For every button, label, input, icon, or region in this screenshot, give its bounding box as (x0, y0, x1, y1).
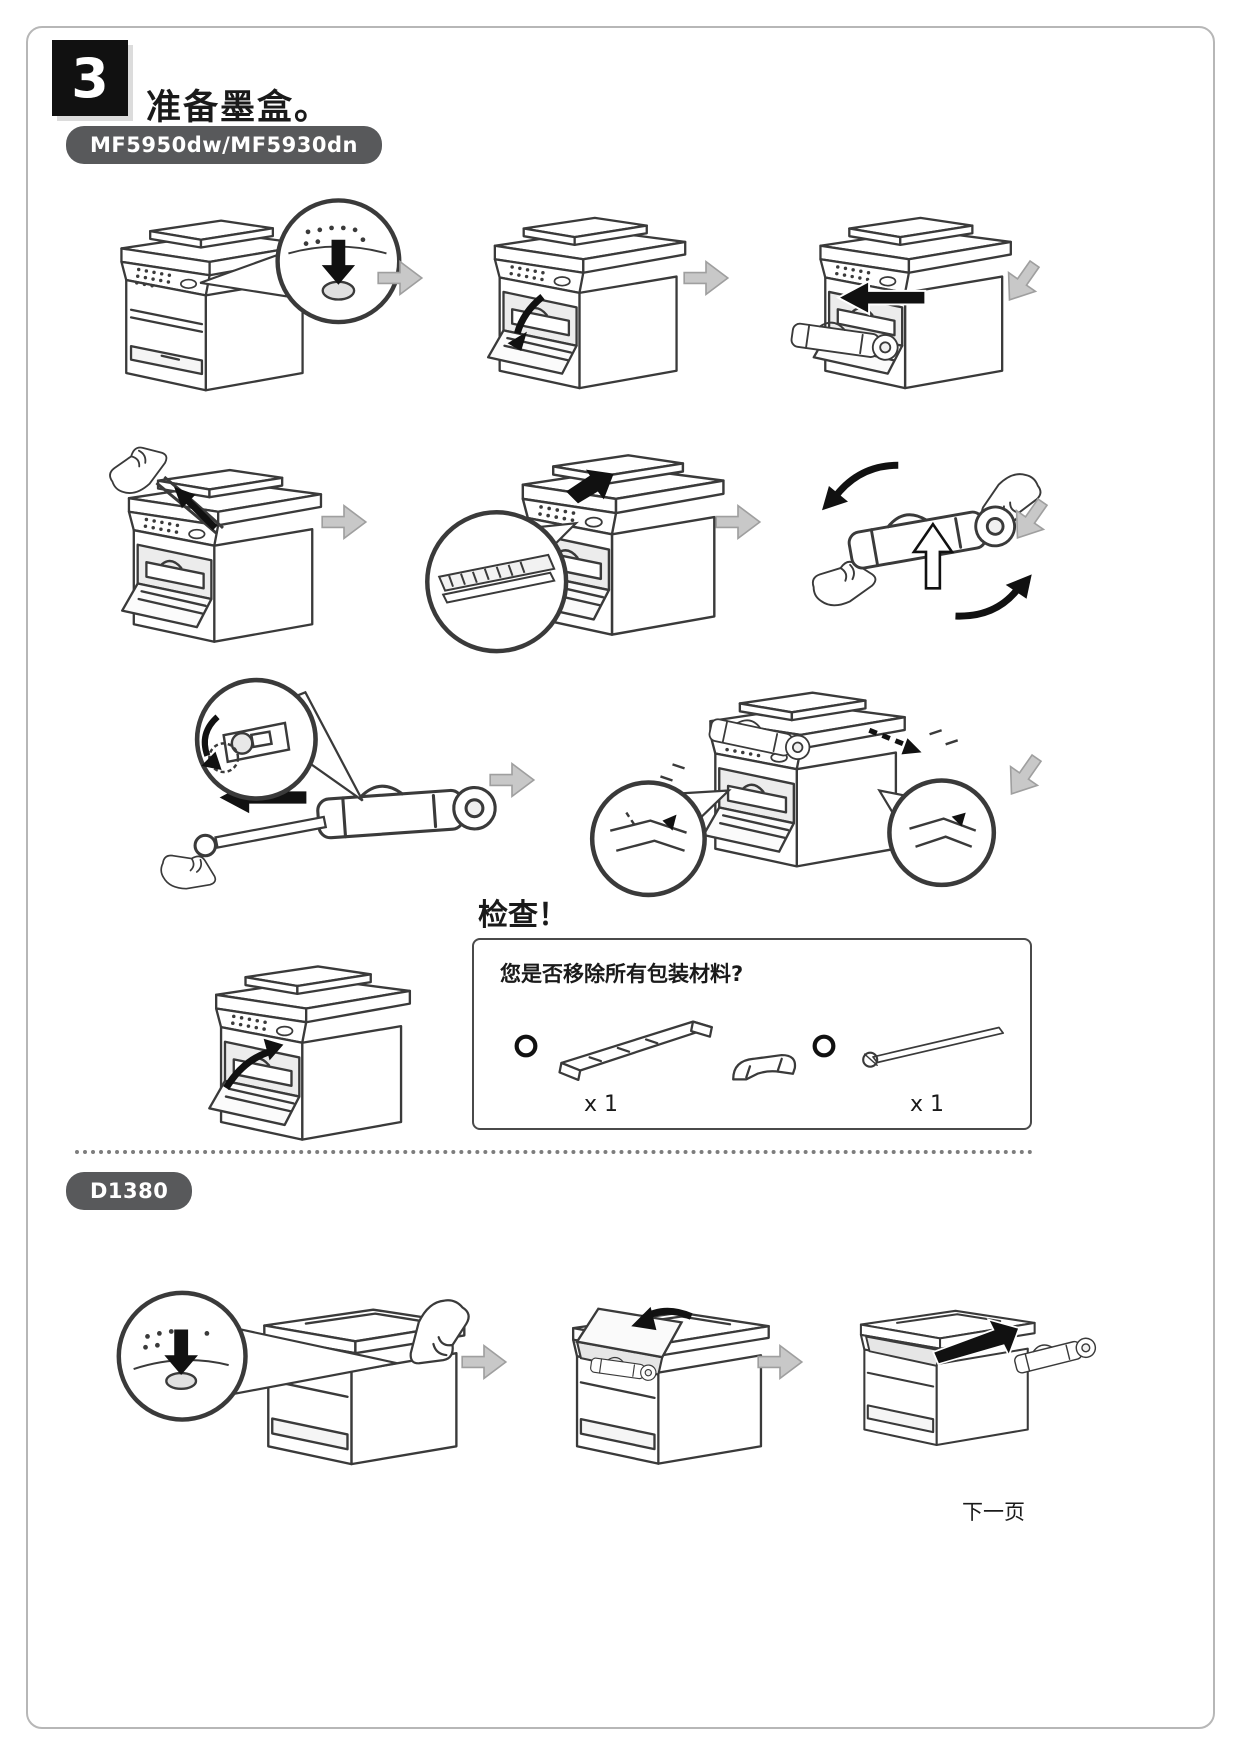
packing-handle-icon (722, 1042, 806, 1098)
figure-mf-open-front-cover (472, 188, 710, 416)
step-arrow-icon (714, 502, 762, 542)
figure-d1380-remove-packing (842, 1266, 1100, 1464)
check-question: 您是否移除所有包装材料? (500, 962, 744, 986)
step-arrow-icon (488, 760, 536, 800)
model-badge-d1380: D1380 (66, 1172, 193, 1210)
next-page-label: 下一页 (962, 1500, 1025, 1524)
figure-mf-pull-sealing-tape (152, 676, 520, 916)
step-arrow-icon (320, 502, 368, 542)
figure-d1380-open-toner-cover (548, 1266, 790, 1489)
figure-mf-remove-packing (92, 434, 354, 664)
step-number-badge: 3 (52, 40, 128, 116)
model-badge-mf: MF5950dw/MF5930dn (66, 126, 382, 164)
section-divider (75, 1150, 1033, 1154)
figure-mf-check-inside-callout (406, 428, 750, 666)
check-heading: 检查！ (478, 898, 568, 933)
figure-mf-pull-out-cartridge (776, 188, 1032, 416)
ring-bullet-icon (810, 1032, 838, 1060)
step-arrow-icon (376, 258, 424, 298)
step-arrow-icon (756, 1342, 804, 1382)
figure-mf-press-open-button (106, 184, 410, 416)
count-label: x 1 (910, 1092, 945, 1117)
figure-mf-close-cover (188, 938, 440, 1170)
step-arrow-icon (460, 1342, 508, 1382)
check-box: 您是否移除所有包装材料? (472, 938, 1032, 1130)
count-label: x 1 (584, 1092, 619, 1117)
figure-d1380-press-open-button (98, 1262, 494, 1490)
row-wrap-arrow-icon (992, 251, 1052, 313)
page-title: 准备墨盒。 (146, 88, 332, 129)
figure-mf-rock-cartridge (796, 446, 1056, 650)
row-wrap-arrow-icon (994, 745, 1054, 807)
row-wrap-arrow-icon (1000, 489, 1060, 551)
sealing-tape-icon (852, 1020, 1020, 1070)
packing-spacer-icon (552, 1004, 740, 1090)
figure-mf-insert-cartridge (576, 668, 1008, 909)
ring-bullet-icon (512, 1032, 540, 1060)
step-arrow-icon (682, 258, 730, 298)
